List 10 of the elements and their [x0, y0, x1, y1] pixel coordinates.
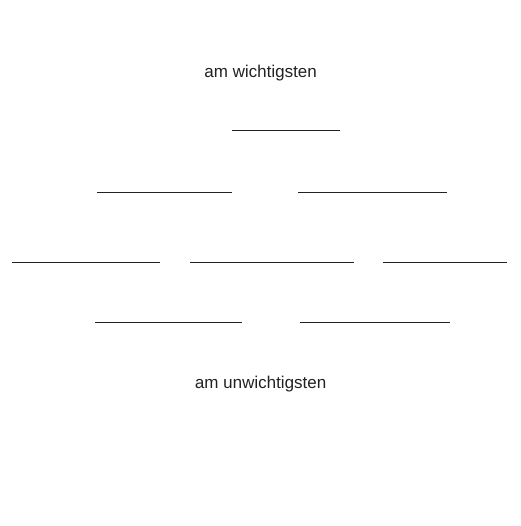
fill-in-line: [383, 262, 507, 263]
bottom-rank-label: am unwichtigsten: [194, 373, 328, 393]
fill-in-line: [12, 262, 160, 263]
fill-in-line: [190, 262, 354, 263]
fill-in-line: [298, 192, 447, 193]
fill-in-line: [300, 322, 450, 323]
top-rank-label: am wichtigsten: [203, 62, 318, 82]
fill-in-line: [97, 192, 232, 193]
fill-in-line: [232, 130, 340, 131]
fill-in-line: [95, 322, 242, 323]
